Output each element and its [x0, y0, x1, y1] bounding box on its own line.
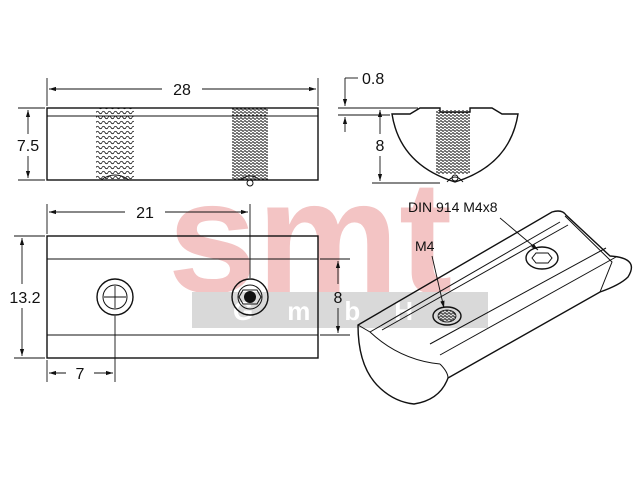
annotation-screw-label: DIN 914 M4x8 — [408, 199, 498, 215]
annotation-thread-label: M4 — [415, 238, 435, 254]
dim-label-slot-width: 8 — [334, 290, 343, 307]
dim-top-height: 7.5 — [17, 107, 45, 181]
bottom-view — [46, 235, 319, 359]
top-view-outline — [46, 107, 319, 181]
dim-hole-offset: 7 — [46, 316, 116, 383]
dim-top-length: 28 — [46, 78, 319, 106]
dim-profile-height: 8 — [372, 107, 440, 184]
dim-label-hole-spacing: 21 — [136, 205, 154, 222]
isometric-view — [357, 210, 633, 405]
annotation-thread: M4 — [415, 238, 445, 309]
dim-label-top-height: 7.5 — [17, 138, 39, 155]
watermark: smt GmbH — [168, 147, 488, 328]
profile-outline — [391, 107, 519, 183]
dim-label-bottom-width: 13.2 — [9, 290, 40, 307]
dim-label-profile-lip: 0.8 — [362, 71, 384, 88]
top-view — [46, 107, 319, 187]
profile-thread-hatch — [436, 110, 470, 174]
through-hole — [96, 278, 134, 316]
profile-view — [391, 107, 519, 183]
iso-threaded-hole — [432, 306, 462, 326]
bottom-view-outline — [46, 235, 319, 359]
knurled-zone-right — [232, 108, 268, 180]
threaded-hole — [231, 278, 269, 316]
annotation-screw: DIN 914 M4x8 — [408, 199, 539, 251]
knurled-zone-left — [96, 108, 134, 180]
dim-label-profile-height: 8 — [376, 138, 385, 155]
dim-slot-width: 8 — [320, 258, 350, 336]
dim-hole-spacing: 21 — [46, 204, 251, 278]
dim-label-top-length: 28 — [173, 82, 191, 99]
dim-bottom-width: 13.2 — [9, 235, 45, 359]
dim-profile-lip: 0.8 — [338, 71, 390, 132]
iso-set-screw — [525, 246, 559, 270]
dim-label-hole-offset: 7 — [76, 366, 85, 383]
